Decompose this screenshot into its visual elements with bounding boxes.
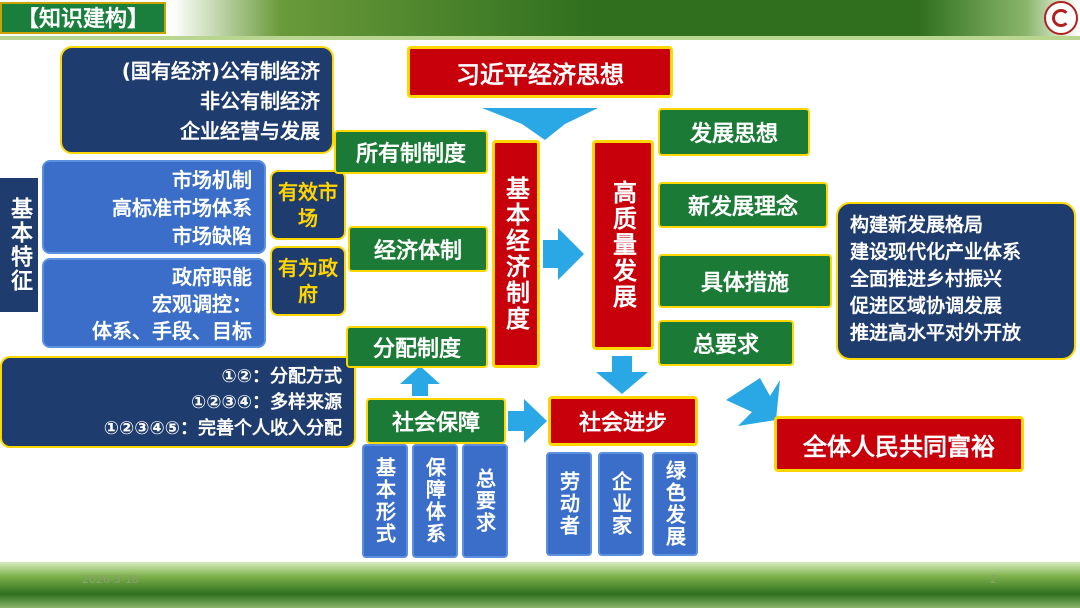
ownership-system-box: 所有制制度	[334, 130, 488, 174]
ownership-item: 非公有制经济	[74, 86, 320, 116]
market-item: 市场缺陷	[56, 222, 252, 250]
progress-sub-workers: 劳动者	[546, 452, 592, 556]
basic-economic-system-box: 基本经济制度	[492, 140, 540, 368]
measure-item: 建设现代化产业体系	[850, 239, 1062, 266]
social-security-box: 社会保障	[366, 398, 506, 444]
government-item: 宏观调控：	[56, 291, 252, 318]
high-quality-development-box: 高质量发展	[592, 140, 654, 350]
market-detail-box: 市场机制 高标准市场体系 市场缺陷	[42, 160, 266, 254]
ownership-item: 企业经营与发展	[74, 116, 320, 146]
arrow-security-to-progress	[508, 399, 547, 443]
arrow-security-to-distribution	[400, 366, 440, 396]
measure-item: 构建新发展格局	[850, 212, 1062, 239]
progress-sub-entrepreneurs: 企业家	[598, 452, 644, 556]
security-sub-general-requirement: 总要求	[462, 444, 508, 558]
distribution-item: ①②③④：多样来源	[14, 390, 342, 416]
arrow-title-down	[482, 108, 598, 140]
distribution-detail-box: ①②：分配方式 ①②③④：多样来源 ①②③④⑤：完善个人收入分配	[0, 356, 356, 448]
measure-item: 促进区域协调发展	[850, 293, 1062, 320]
progress-sub-green-development: 绿色发展	[652, 452, 698, 556]
government-item: 政府职能	[56, 264, 252, 291]
government-item: 体系、手段、目标	[56, 318, 252, 345]
economic-system-box: 经济体制	[348, 226, 488, 272]
distribution-system-box: 分配制度	[346, 326, 488, 368]
effective-market-box: 有效市场	[270, 170, 346, 240]
capable-government-box: 有为政府	[270, 246, 346, 316]
social-progress-box: 社会进步	[548, 396, 698, 446]
measure-item: 推进高水平对外开放	[850, 320, 1062, 347]
measure-item: 全面推进乡村振兴	[850, 266, 1062, 293]
ownership-item: (国有经济)公有制经济	[74, 56, 320, 86]
market-item: 市场机制	[56, 166, 252, 194]
security-sub-basic-form: 基本形式	[362, 444, 408, 558]
government-detail-box: 政府职能 宏观调控： 体系、手段、目标	[42, 258, 266, 348]
general-requirement-box: 总要求	[658, 320, 794, 366]
distribution-item: ①②：分配方式	[14, 364, 342, 390]
common-prosperity-box: 全体人民共同富裕	[774, 416, 1024, 472]
arrow-quality-to-progress	[596, 356, 648, 394]
title-xi-economic-thought: 习近平经济思想	[407, 46, 673, 98]
distribution-item: ①②③④⑤：完善个人收入分配	[14, 416, 342, 442]
new-development-concept-box: 新发展理念	[658, 182, 828, 228]
basic-features-label: 基本特征	[0, 178, 38, 312]
market-item: 高标准市场体系	[56, 194, 252, 222]
arrow-basic-to-quality	[543, 228, 584, 280]
ownership-detail-box: (国有经济)公有制经济 非公有制经济 企业经营与发展	[60, 46, 334, 154]
specific-measures-box: 具体措施	[658, 254, 832, 308]
arrow-to-prosperity	[726, 378, 780, 426]
development-thought-box: 发展思想	[658, 108, 810, 156]
security-sub-system: 保障体系	[412, 444, 458, 558]
measures-detail-box: 构建新发展格局 建设现代化产业体系 全面推进乡村振兴 促进区域协调发展 推进高水…	[836, 202, 1076, 360]
